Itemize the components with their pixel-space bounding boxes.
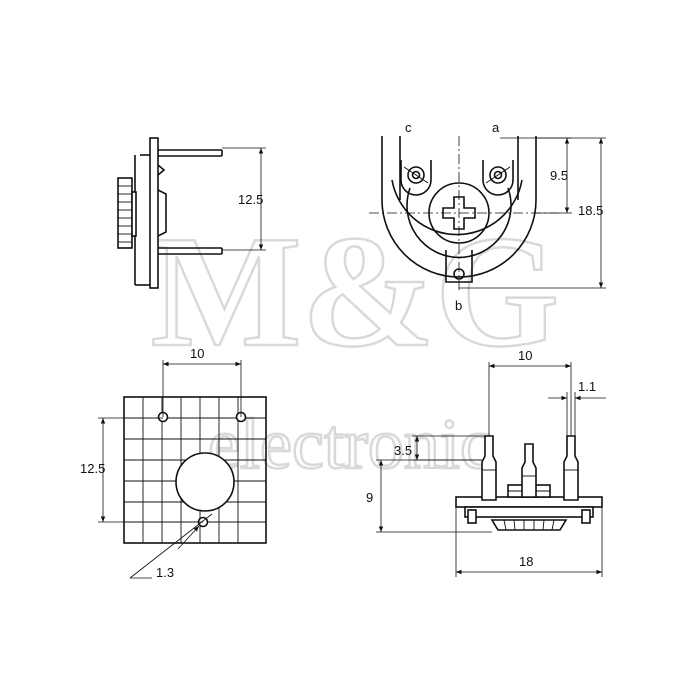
dim-front-height: 18.5 xyxy=(578,203,603,218)
side-knob xyxy=(117,177,133,249)
elev-pin-right xyxy=(563,435,579,501)
pcb-grid-view: 10 12.5 1.3 xyxy=(80,346,267,580)
terminal-c-lug xyxy=(400,160,432,196)
elev-knob xyxy=(490,519,568,531)
terminal-c-label: c xyxy=(405,120,412,135)
dim-grid-height: 12.5 xyxy=(80,461,105,476)
dim-body-width: 18 xyxy=(519,554,533,569)
elev-pin-center xyxy=(521,443,537,498)
dim-grid-width: 10 xyxy=(190,346,204,361)
terminal-a-lug xyxy=(482,160,514,196)
side-view: 12.5 xyxy=(117,137,266,289)
terminal-b-lug xyxy=(445,250,473,283)
dim-pin-tip: 3.5 xyxy=(394,443,412,458)
grid-outline xyxy=(123,396,267,544)
dim-pin-height: 9 xyxy=(366,490,373,505)
side-knob-serrations xyxy=(118,185,132,243)
elevation-view: 10 1.1 3.5 9 18 xyxy=(366,348,606,577)
dim-elev-pitch: 10 xyxy=(518,348,532,363)
front-cross-slot xyxy=(442,196,476,230)
watermark-subtitle: electronic xyxy=(208,404,492,484)
dim-hole-diameter: 1.3 xyxy=(156,565,174,580)
dim-side-height: 12.5 xyxy=(238,192,263,207)
watermark: M&G electronic xyxy=(149,201,560,486)
front-view: c a b 9.5 18.5 xyxy=(369,120,606,313)
terminal-b-label: b xyxy=(455,298,462,313)
elev-knob-serrations xyxy=(503,519,555,531)
side-plate xyxy=(149,137,159,289)
dim-front-offset: 9.5 xyxy=(550,168,568,183)
dim-pin-width: 1.1 xyxy=(578,379,596,394)
terminal-a-label: a xyxy=(492,120,500,135)
watermark-logo: M&G xyxy=(151,202,560,380)
elev-base-plate xyxy=(455,496,603,508)
elev-pin-left xyxy=(481,435,497,501)
grid-shaft-hole xyxy=(175,452,235,512)
